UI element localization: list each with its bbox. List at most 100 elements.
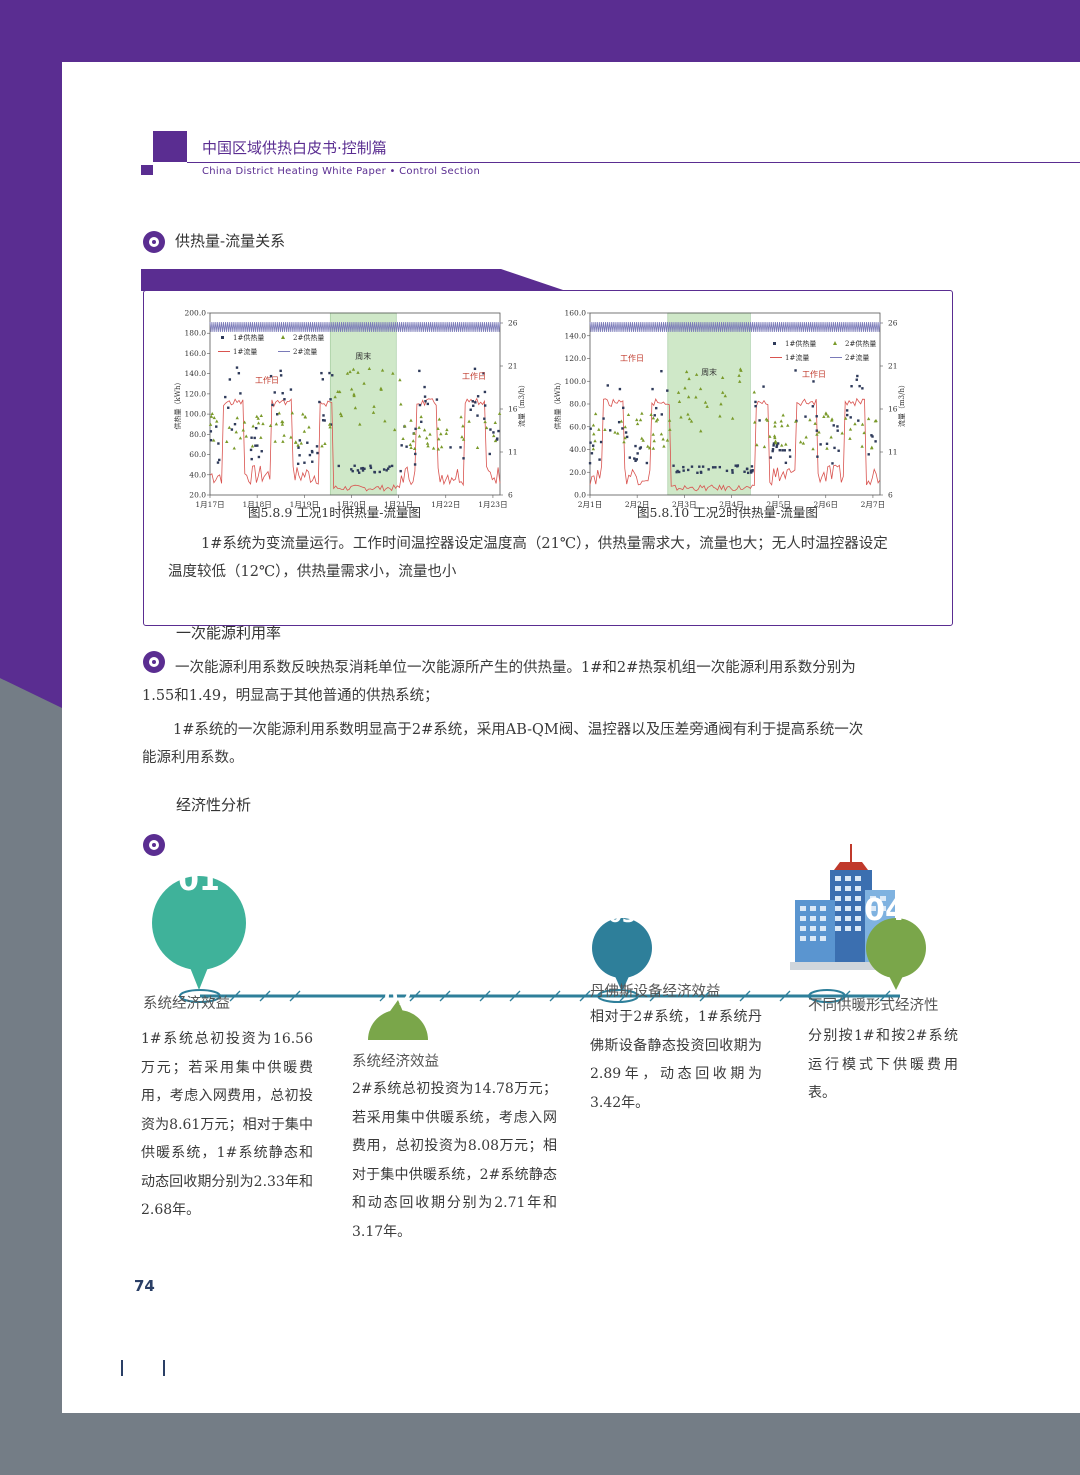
series-2-heat-point: [408, 442, 413, 446]
series-1-heat-point: [771, 448, 775, 451]
y-right-tick-label: 11: [508, 448, 518, 457]
series-1-heat-point: [633, 457, 636, 460]
series-1-heat-point: [209, 439, 213, 442]
series-1-heat-point: [788, 448, 791, 452]
series-1-heat-point: [781, 449, 784, 452]
series-1-heat-point: [850, 385, 853, 388]
header-small-square: [141, 165, 153, 175]
series-1-heat-point: [322, 414, 325, 417]
series-1-heat-point: [628, 456, 632, 459]
x-tick-label: 2月4日: [719, 500, 744, 509]
annotation-workday: 工作日: [802, 369, 826, 379]
series-1-heat-point: [677, 470, 681, 474]
series-1-heat-point: [233, 422, 237, 426]
bottom-gray-band: [0, 1413, 1080, 1475]
series-2-heat-point: [282, 433, 286, 437]
series-2-heat-point: [352, 392, 356, 396]
series-1-heat-point: [784, 461, 788, 465]
series-2-heat-point: [654, 419, 659, 423]
series-2-heat-point: [244, 434, 248, 438]
series-2-heat-point: [398, 378, 402, 382]
series-2-heat-point: [412, 446, 417, 451]
x-tick-label: 2月6日: [813, 500, 838, 509]
series-2-heat-point: [721, 390, 725, 394]
timeline-item-3-title: 丹佛斯设备经济效益: [590, 984, 721, 1000]
series-1-heat-point: [660, 369, 663, 373]
series-1-heat-point: [424, 399, 427, 403]
footer-tick: [121, 1360, 123, 1376]
timeline-hatch: [229, 990, 891, 1002]
y-left-tick-label: 80.0: [189, 430, 206, 439]
series-2-heat-point: [256, 421, 261, 425]
series-1-heat-point: [353, 464, 356, 467]
y-right-tick-label: 16: [508, 405, 518, 414]
series-2-heat-point: [307, 425, 311, 429]
series-1-heat-point: [624, 431, 628, 434]
series-1-heat-point: [471, 400, 474, 403]
series-2-heat-point: [780, 424, 784, 428]
annotation-weekend: 周末: [701, 367, 717, 377]
section1-title: 供热量-流量关系: [175, 232, 286, 250]
x-tick-label: 2月1日: [578, 500, 603, 509]
series-2-heat-point: [328, 425, 332, 429]
series-1-heat-point: [776, 442, 780, 445]
series-2-heat-point: [238, 436, 243, 440]
series-2-heat-point: [860, 422, 865, 426]
series-1-heat-point: [699, 470, 703, 474]
series-1-heat-point: [413, 463, 417, 466]
series-2-heat-point: [808, 418, 812, 422]
series-2-heat-point: [699, 429, 703, 433]
series-1-heat-point: [775, 443, 779, 447]
pin-03: 03: [592, 903, 652, 992]
series-2-heat-point: [256, 416, 260, 420]
series-2-heat-point: [764, 417, 769, 421]
series-2-heat-point: [730, 416, 735, 420]
series-1-heat-point: [488, 452, 491, 456]
pin-02: 02: [368, 986, 428, 1040]
series-2-heat-point: [779, 419, 783, 423]
series-1-heat-point: [831, 462, 834, 465]
y-right-tick-label: 21: [888, 362, 898, 371]
x-tick-label: 1月17日: [195, 500, 224, 509]
series-1-heat-point: [599, 440, 603, 444]
series-2-heat-point: [351, 367, 356, 371]
series-2-heat-point: [425, 441, 430, 445]
series-2-heat-point: [444, 431, 449, 435]
series-2-heat-point: [825, 446, 829, 450]
series-1-heat-point: [754, 404, 757, 408]
series-1-heat-point: [235, 366, 239, 369]
weekend-band: [667, 312, 751, 496]
y-left-tick-label: 160.0: [565, 309, 587, 318]
series-2-heat-point: [296, 443, 300, 447]
series-2-heat-point: [255, 414, 259, 418]
series-1-heat-point: [696, 471, 699, 474]
series-2-heat-point: [686, 412, 690, 416]
series-1-heat-point: [718, 465, 722, 469]
series-2-heat-point: [655, 417, 660, 421]
series-1-heat-point: [250, 457, 253, 461]
series-2-heat-point: [773, 424, 777, 428]
series-1-heat-point: [653, 414, 656, 417]
series-1-heat-point: [590, 452, 594, 455]
series-2-heat-point: [428, 432, 432, 436]
series-1-heat-point: [736, 464, 740, 467]
series-2-heat-point: [437, 417, 442, 421]
header-title-cn: 中国区域供热白皮书·控制篇: [202, 139, 387, 157]
series-2-heat-point: [436, 447, 441, 451]
series-2-heat-point: [460, 435, 464, 439]
series-2-heat-point: [817, 430, 821, 434]
series-2-heat-point: [786, 423, 790, 427]
series-2-heat-point: [718, 414, 722, 418]
series-2-heat-point: [860, 444, 864, 448]
series-2-heat-point: [873, 419, 878, 423]
series-2-heat-point: [813, 421, 817, 425]
series-1-heat-point: [588, 461, 592, 465]
series-1-heat-point: [778, 449, 781, 452]
y-left-tick-label: 140.0: [185, 369, 207, 378]
series-2-heat-point: [826, 414, 830, 418]
series-2-heat-point: [592, 432, 596, 436]
timeline-graphic: 01 02 03: [152, 844, 926, 1040]
timeline-item-3-text: 相对于2#系统，1#系统丹佛斯设备静态投资回收期为2.89年，动态回收期为3.4…: [590, 1009, 762, 1111]
left-band-diagonal: [0, 600, 62, 740]
series-2-heat-point: [475, 445, 480, 449]
